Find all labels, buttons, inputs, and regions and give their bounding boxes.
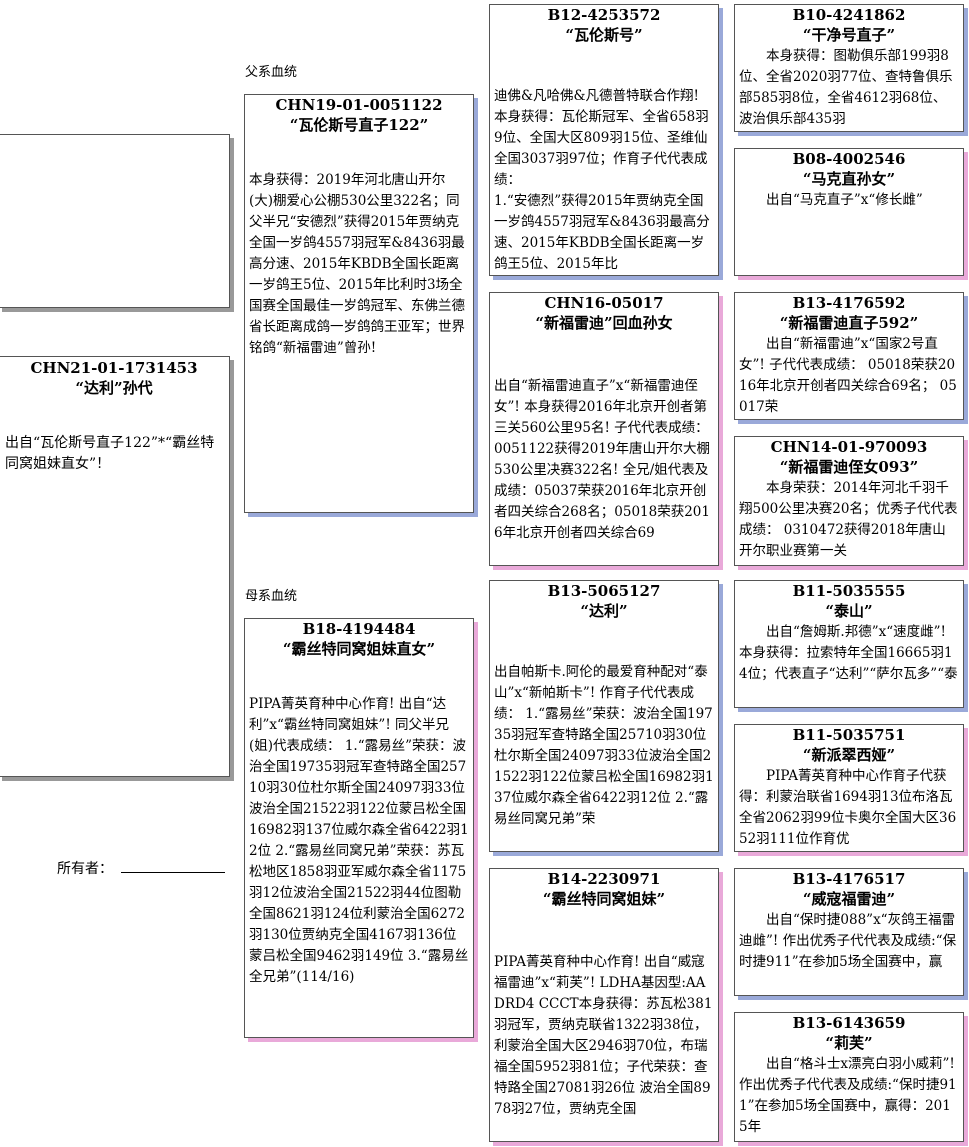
subject-id: CHN21-01-1731453 [30,359,198,377]
dam-dam-name: “霸丝特同窝姐妹” [542,890,666,908]
sire-text: 本身获得：2019年河北唐山开尔(大)棚爱心公棚530公里322名；同父半兄“安… [249,172,465,356]
ds-sire-text: 出自“詹姆斯.邦德”x“速度雌”! 本身获得：拉索特年全国16665羽14位；代… [739,624,958,682]
dd-dam-name: “莉芙” [825,1034,873,1052]
dam-text: PIPA菁英育种中心作育! 出自“达利”x“霸丝特同窝姐妹”! 同父半兄(姐)代… [249,696,469,985]
sire-card: CHN19-01-0051122 “瓦伦斯号直子122” 本身获得：2019年河… [244,94,474,513]
sire-id: CHN19-01-0051122 [275,96,443,114]
subject-card: CHN21-01-1731453 “达利”孙代 出自“瓦伦斯号直子122”*“霸… [0,356,230,777]
ss-dam-name: “马克直孙女” [802,170,896,188]
sd-sire-card: B13-4176592 “新福雷迪直子592” 出自“新福雷迪”x“国家2号直女… [734,292,964,420]
maternal-label: 母系血统 [245,589,298,604]
subject-name: “达利”孙代 [75,379,153,397]
sd-dam-id: CHN14-01-970093 [770,438,928,456]
sd-sire-text: 出自“新福雷迪”x“国家2号直女”! 子代代表成绩： 05018荣获2016年北… [739,336,957,415]
sire-dam-card: CHN16-05017 “新福雷迪”回血孙女 出自“新福雷迪直子”x“新福雷迪侄… [489,292,719,566]
ds-sire-id: B11-5035555 [792,582,906,600]
photo-box [0,134,230,308]
sd-dam-text: 本身荣获：2014年河北千羽千翔500公里决赛20名；优秀子代代表成绩： 031… [739,480,958,559]
ss-dam-id: B08-4002546 [792,150,906,168]
sire-dam-id: CHN16-05017 [544,294,664,312]
paternal-label: 父系血统 [245,65,298,80]
dam-sire-id: B13-5065127 [547,582,661,600]
ss-sire-name: “干净号直子” [802,26,896,44]
ss-sire-card: B10-4241862 “干净号直子” 本身获得：图勒俱乐部199羽8位、全省2… [734,4,964,132]
dd-sire-card: B13-4176517 “威寇福雷迪” 出自“保时捷088”x“灰鸽王福雷迪雌”… [734,868,964,996]
dam-dam-text: PIPA菁英育种中心作育! 出自“威寇福雷迪”x“莉芙”! LDHA基因型:AA… [494,954,713,1117]
ds-sire-card: B11-5035555 “泰山” 出自“詹姆斯.邦德”x“速度雌”! 本身获得：… [734,580,964,708]
sire-sire-text: 迪佛&凡哈佛&凡德普特联合作翔! 本身获得：瓦伦斯冠军、全省658羽9位、全国大… [494,88,710,272]
sd-sire-id: B13-4176592 [792,294,906,312]
sire-sire-id: B12-4253572 [547,6,661,24]
ds-dam-name: “新派翠西娅” [802,746,896,764]
sire-dam-text: 出自“新福雷迪直子”x“新福雷迪侄女”! 本身获得2016年北京开创者第三关56… [494,378,710,541]
dam-name: “霸丝特同窝姐妹直女” [282,640,436,658]
dd-sire-text: 出自“保时捷088”x“灰鸽王福雷迪雌”! 作出优秀子代代表及成绩:“保时捷91… [739,912,957,970]
sire-sire-name: “瓦伦斯号” [565,26,643,44]
ds-dam-card: B11-5035751 “新派翠西娅” PIPA菁英育种中心作育子代获得：利蒙治… [734,724,964,852]
ss-sire-id: B10-4241862 [792,6,906,24]
dd-sire-id: B13-4176517 [792,870,906,888]
owner-label: 所有者： [57,861,113,877]
ds-dam-text: PIPA菁英育种中心作育子代获得：利蒙治联省1694羽13位布洛瓦全省2062羽… [739,768,957,847]
owner-input-line[interactable] [121,872,225,873]
sd-dam-name: “新福雷迪侄女093” [779,458,919,476]
subject-text: 出自“瓦伦斯号直子122”*“霸丝特同窝姐妹直女”！ [5,435,215,472]
dd-dam-card: B13-6143659 “莉芙” 出自“格斗士x漂亮白羽小威莉”! 作出优秀子代… [734,1012,964,1142]
sire-dam-name: “新福雷迪”回血孙女 [535,314,673,332]
dam-dam-id: B14-2230971 [547,870,661,888]
dam-id: B18-4194484 [302,620,416,638]
dam-sire-card: B13-5065127 “达利” 出自帕斯卡.阿伦的最爱育种配对“泰山”x“新帕… [489,580,719,852]
dd-dam-id: B13-6143659 [792,1014,906,1032]
dam-card: B18-4194484 “霸丝特同窝姐妹直女” PIPA菁英育种中心作育! 出自… [244,618,474,1038]
ss-dam-text: 出自“马克直子”x“修长雌” [739,192,923,208]
sire-name: “瓦伦斯号直子122” [289,116,429,134]
dd-sire-name: “威寇福雷迪” [802,890,896,908]
ss-sire-text: 本身获得：图勒俱乐部199羽8位、全省2020羽77位、查特鲁俱乐部585羽8位… [739,48,953,127]
ds-sire-name: “泰山” [825,602,873,620]
dam-sire-text: 出自帕斯卡.阿伦的最爱育种配对“泰山”x“新帕斯卡”! 作育子代代表成绩： 1.… [494,664,714,827]
dam-dam-card: B14-2230971 “霸丝特同窝姐妹” PIPA菁英育种中心作育! 出自“威… [489,868,719,1142]
ds-dam-id: B11-5035751 [792,726,906,744]
sd-sire-name: “新福雷迪直子592” [779,314,919,332]
sire-sire-card: B12-4253572 “瓦伦斯号” 迪佛&凡哈佛&凡德普特联合作翔! 本身获得… [489,4,719,276]
sd-dam-card: CHN14-01-970093 “新福雷迪侄女093” 本身荣获：2014年河北… [734,436,964,566]
ss-dam-card: B08-4002546 “马克直孙女” 出自“马克直子”x“修长雌” [734,148,964,276]
dd-dam-text: 出自“格斗士x漂亮白羽小威莉”! 作出优秀子代代表及成绩:“保时捷911”在参加… [739,1056,960,1135]
dam-sire-name: “达利” [580,602,628,620]
